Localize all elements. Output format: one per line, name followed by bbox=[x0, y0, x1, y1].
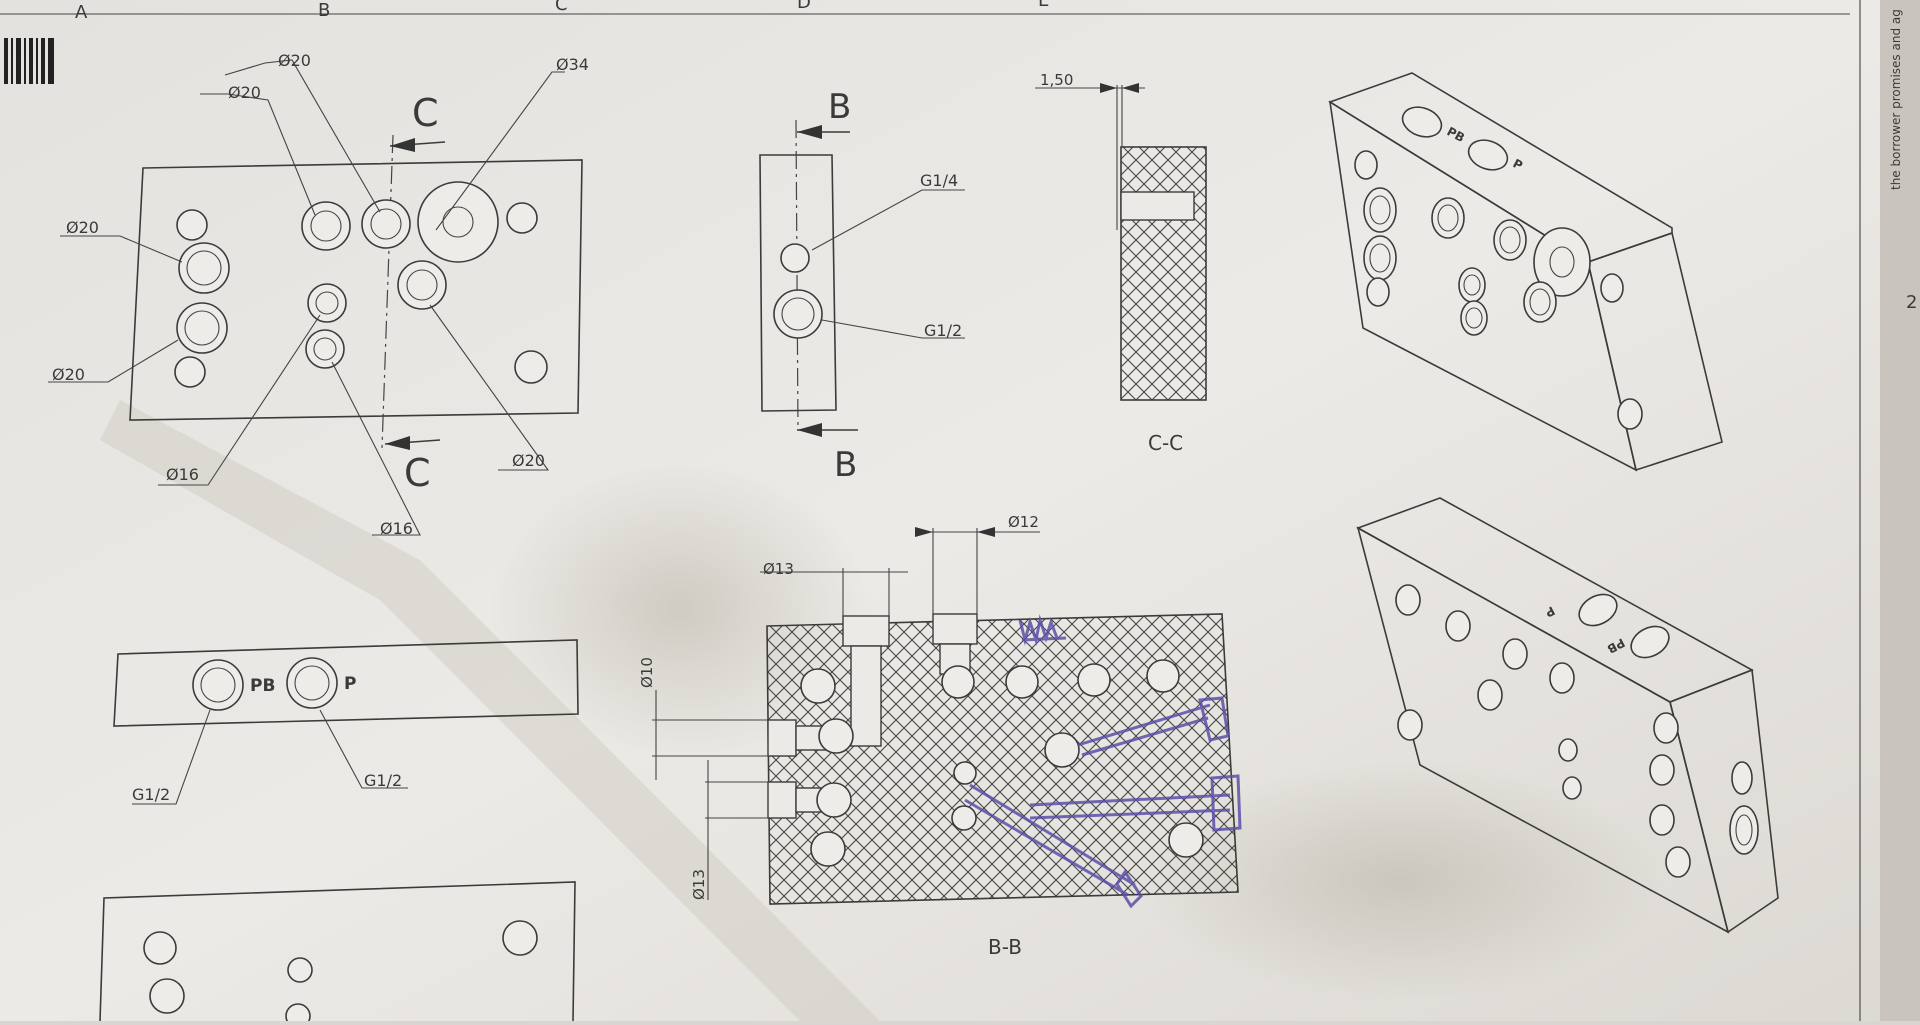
stain-2 bbox=[1140, 760, 1660, 1000]
pen-markup bbox=[964, 614, 1242, 909]
column-a: A bbox=[75, 2, 88, 23]
side-label-g12: G1/2 bbox=[924, 321, 962, 340]
bb-caption: B-B bbox=[988, 935, 1022, 959]
section-bb bbox=[652, 527, 1239, 905]
top-label-g12-left: G1/2 bbox=[132, 785, 170, 804]
bb-dim-d10: Ø10 bbox=[638, 657, 656, 688]
right-edge bbox=[1880, 0, 1920, 1021]
iso-view-top bbox=[1328, 72, 1723, 472]
section-c-top: C bbox=[412, 91, 439, 135]
front-view bbox=[48, 59, 583, 536]
front-label-d20-left-top: Ø20 bbox=[66, 218, 99, 237]
row-number: 2 bbox=[1906, 292, 1917, 313]
front-label-d16-b: Ø16 bbox=[380, 519, 413, 538]
side-label-g14: G1/4 bbox=[920, 171, 958, 190]
column-e: E bbox=[1038, 0, 1049, 11]
section-c-bottom: C bbox=[404, 451, 431, 495]
section-cc bbox=[1035, 83, 1207, 401]
front-label-d34: Ø34 bbox=[556, 55, 589, 74]
bb-dim-d12: Ø12 bbox=[1008, 513, 1039, 531]
front-label-d20-b: Ø20 bbox=[228, 83, 261, 102]
top-view bbox=[113, 639, 579, 805]
barcode bbox=[4, 38, 54, 84]
top-port-p: P bbox=[344, 674, 356, 694]
column-c: C bbox=[555, 0, 568, 15]
bottom-view bbox=[99, 881, 576, 1025]
cc-caption: C-C bbox=[1148, 431, 1183, 455]
cc-dim: 1,50 bbox=[1040, 71, 1073, 89]
section-b-bottom: B bbox=[834, 445, 857, 485]
front-label-d20-left-bottom: Ø20 bbox=[52, 365, 85, 384]
iso-view-bottom bbox=[1356, 497, 1779, 934]
top-label-g12-right: G1/2 bbox=[364, 771, 402, 790]
front-label-d20-a: Ø20 bbox=[278, 51, 311, 70]
section-b-top: B bbox=[828, 87, 851, 127]
column-d: D bbox=[797, 0, 811, 13]
top-port-pb: PB bbox=[250, 676, 275, 696]
column-b: B bbox=[318, 0, 330, 21]
side-view bbox=[759, 119, 965, 437]
margin-note: the borrower promises and ag bbox=[1889, 9, 1903, 190]
bb-dim-d13-side: Ø13 bbox=[690, 869, 708, 900]
front-label-d20-right: Ø20 bbox=[512, 451, 545, 470]
front-label-d16-a: Ø16 bbox=[166, 465, 199, 484]
bb-dim-d13-top: Ø13 bbox=[763, 560, 794, 578]
fold-shadow bbox=[100, 400, 880, 1021]
